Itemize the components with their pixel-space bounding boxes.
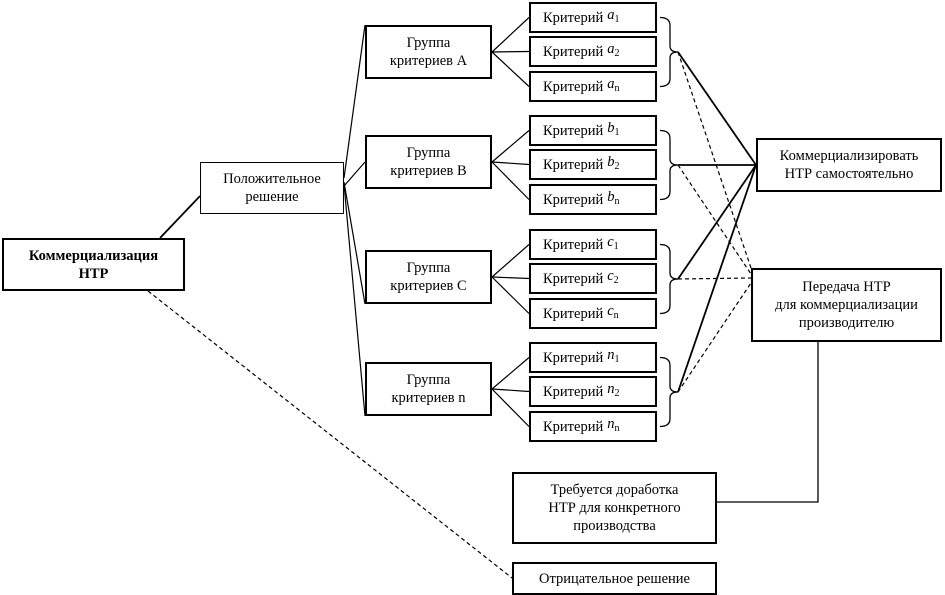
connector-group-to-criterion [491, 17, 530, 53]
brace-group-2 [659, 243, 679, 315]
node-group-c: Группа критериев C [365, 250, 492, 304]
connector-root-to-negative [147, 290, 513, 579]
criterion-label: Критерий [543, 349, 604, 366]
connector-group-to-criterion [491, 161, 530, 200]
connector-group-to-criterion [491, 276, 530, 314]
node-group-n: Группа критериев n [365, 362, 492, 416]
connector-to-transfer [677, 277, 752, 280]
criterion-label: Критерий [543, 156, 604, 173]
criterion-subscript: n [614, 196, 620, 207]
criterion-label: Критерий [543, 383, 604, 400]
criterion-variable: c2 [607, 268, 619, 286]
brace-group-3 [659, 356, 679, 428]
connector-to-commercialize-self [677, 164, 757, 393]
connector-group-to-criterion [491, 51, 530, 87]
criterion-label: Критерий [543, 191, 604, 208]
criterion-variable: n2 [607, 381, 620, 399]
criterion-variable: n1 [607, 347, 620, 365]
criterion-subscript: 1 [614, 14, 620, 25]
connector-group-to-criterion [491, 276, 530, 280]
criterion-label: Критерий [543, 122, 604, 139]
brace-group-1 [659, 129, 679, 201]
connector-to-transfer [677, 164, 752, 275]
criterion-variable: b2 [607, 154, 620, 172]
criterion-label: Критерий [543, 236, 604, 253]
node-root: Коммерциализация НТР [2, 238, 185, 291]
connector-to-transfer [677, 51, 752, 269]
criterion-label: Критерий [543, 305, 604, 322]
criterion-subscript: 1 [613, 241, 619, 252]
criterion-subscript: n [614, 423, 620, 434]
criterion-variable: b1 [607, 120, 620, 138]
connector-positive-to-group-a [343, 24, 366, 179]
node-group-b: Группа критериев B [365, 135, 492, 189]
criterion-subscript: 1 [614, 354, 620, 365]
node-commercialize-self: Коммерциализировать НТР самостоятельно [756, 138, 942, 192]
connector-positive-to-group-b [343, 161, 366, 187]
criterion-subscript: 2 [614, 161, 620, 172]
criterion-subscript: n [613, 310, 619, 321]
connector-to-commercialize-self [677, 51, 757, 166]
criterion-variable: c1 [607, 234, 619, 252]
criterion-label: Критерий [543, 9, 604, 26]
criterion-subscript: 2 [614, 388, 620, 399]
connector-transfer-to-rework [717, 342, 819, 503]
node-positive-decision: Положительное решение [200, 162, 344, 214]
connector-group-to-criterion [491, 244, 530, 278]
connector-positive-to-group-c [343, 181, 366, 305]
brace-group-0 [659, 16, 679, 88]
criterion-variable: nn [607, 416, 620, 434]
criterion-variable: a2 [607, 41, 620, 59]
criterion-label: Критерий [543, 418, 604, 435]
connector-group-to-criterion [491, 130, 530, 163]
criterion-label: Критерий [543, 78, 604, 95]
connector-to-transfer [677, 282, 752, 393]
criterion-subscript: 2 [613, 275, 619, 286]
node-group-a: Группа критериев A [365, 25, 492, 79]
node-negative-decision: Отрицательное решение [512, 562, 717, 595]
criterion-subscript: 1 [614, 127, 620, 138]
connector-to-commercialize-self [677, 164, 757, 280]
connector-root-to-positive [159, 195, 201, 239]
connector-group-to-criterion [491, 388, 530, 393]
criterion-variable: a1 [607, 7, 620, 25]
criterion-subscript: 2 [614, 48, 620, 59]
connector-group-to-criterion [491, 161, 530, 166]
criterion-variable: bn [607, 189, 620, 207]
connector-group-to-criterion [491, 50, 530, 53]
criterion-variable: an [607, 76, 620, 94]
connector-group-to-criterion [491, 388, 530, 427]
node-transfer-to-producer: Передача НТР для коммерциализации произв… [751, 268, 942, 342]
connector-positive-to-group-n [343, 183, 366, 417]
criterion-subscript: n [614, 83, 620, 94]
node-rework-required: Требуется доработка НТР для конкретного … [512, 472, 717, 544]
criterion-label: Критерий [543, 43, 604, 60]
criterion-variable: cn [607, 303, 619, 321]
criterion-label: Критерий [543, 270, 604, 287]
connector-group-to-criterion [491, 357, 530, 390]
